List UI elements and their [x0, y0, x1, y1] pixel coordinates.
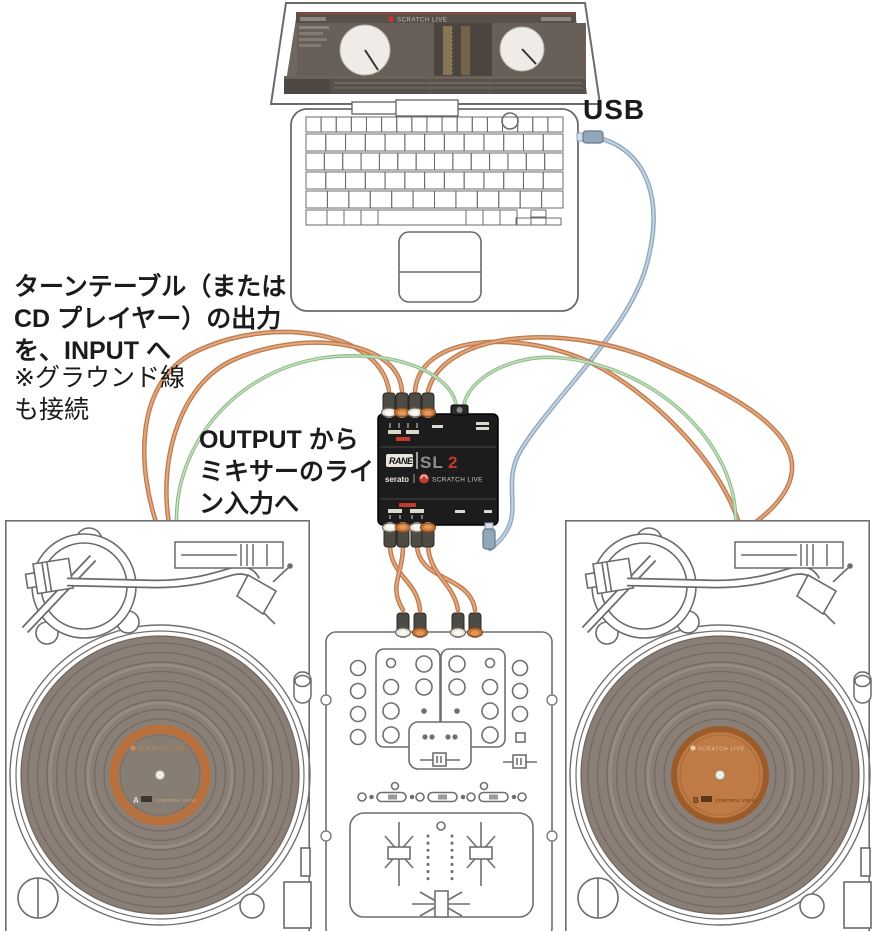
note-line: も接続: [14, 396, 90, 424]
usb-plug-laptop: [576, 130, 604, 144]
output-connection-note: OUTPUT から ミキサーのライ ン入力へ: [199, 424, 374, 520]
input-connection-note: ターンテーブル（または CD プレイヤー）の出力 を、INPUT へ: [14, 271, 286, 367]
power-button: [501, 112, 519, 130]
svg-text:SCRATCH LIVE: SCRATCH LIVE: [698, 747, 745, 753]
sl2-output-markings: [388, 503, 492, 519]
laptop-keyboard: [305, 116, 564, 226]
mixer-fader-section: [349, 812, 534, 918]
usb-cable: [487, 135, 656, 552]
svg-text:RANE: RANE: [389, 456, 414, 466]
usb-label: USB: [583, 94, 646, 125]
usb-plug-sl2: [482, 522, 496, 550]
sl2-interface: RANE SL 2 serato SCRATCH LIVE: [377, 404, 499, 526]
trackpad: [398, 231, 482, 303]
note-line: OUTPUT から: [199, 426, 359, 454]
note-line: を、INPUT へ: [14, 337, 171, 365]
screen-app-title: SCRATCH LIVE: [397, 18, 447, 24]
sl2-output-plugs: [381, 521, 496, 550]
serato-logo-icon: [388, 16, 394, 22]
output-cables: [387, 544, 478, 613]
note-line: ターンテーブル（または: [14, 273, 287, 301]
label-logo-icon: [130, 745, 136, 751]
sl2-model-letters: SL: [420, 453, 444, 472]
mixer-center-pad: [408, 721, 472, 770]
sl2-input-plugs: [380, 392, 437, 419]
label-logo-icon: [690, 745, 696, 751]
note-line: ※グラウンド線: [14, 364, 185, 392]
sl2-logo: RANE SL 2 serato SCRATCH LIVE: [385, 452, 483, 484]
mixer-cue-fader: [503, 754, 537, 769]
record-label-right: SCRATCH LIVE B CONTROL VINYL: [671, 726, 769, 824]
note-line: ミキサーのライ: [199, 458, 375, 486]
rane-logo: [386, 454, 413, 467]
serato-wordmark: serato: [385, 475, 409, 484]
svg-text:CONTROL VINYL: CONTROL VINYL: [155, 798, 197, 804]
ground-post: [450, 404, 469, 416]
laptop: SCRATCH LIVE: [269, 2, 602, 312]
turntable-right: [566, 521, 871, 931]
input-cables-left: [141, 329, 405, 537]
mixer-side-knobs: [349, 659, 529, 746]
channel-fader-right: [466, 822, 496, 886]
note-line: ン入力へ: [199, 490, 300, 518]
record-label-left: SCRATCH LIVE A CONTROL VINYL: [109, 724, 211, 826]
record-side-letter: B: [693, 796, 699, 805]
ground-wires: [174, 354, 738, 534]
crossfader: [412, 890, 470, 918]
laptop-screen: SCRATCH LIVE: [284, 12, 587, 94]
cables: [141, 135, 795, 613]
svg-text:SCRATCH LIVE: SCRATCH LIVE: [138, 747, 185, 753]
scratch-live-wordmark: SCRATCH LIVE: [432, 477, 483, 484]
note-line: CD プレイヤー）の出力: [14, 305, 282, 333]
mixer-switch-row: [357, 781, 527, 803]
mixer: [320, 631, 558, 931]
channel-fader-left: [384, 822, 414, 886]
sl2-input-markings: [388, 422, 489, 441]
sl2-model-number: 2: [448, 453, 457, 472]
ground-wire-note: ※グラウンド線 も接続: [14, 362, 185, 426]
svg-text:CONTROL VINYL: CONTROL VINYL: [715, 798, 757, 804]
record-side-letter: A: [133, 796, 139, 805]
sl2-body: [377, 413, 499, 526]
